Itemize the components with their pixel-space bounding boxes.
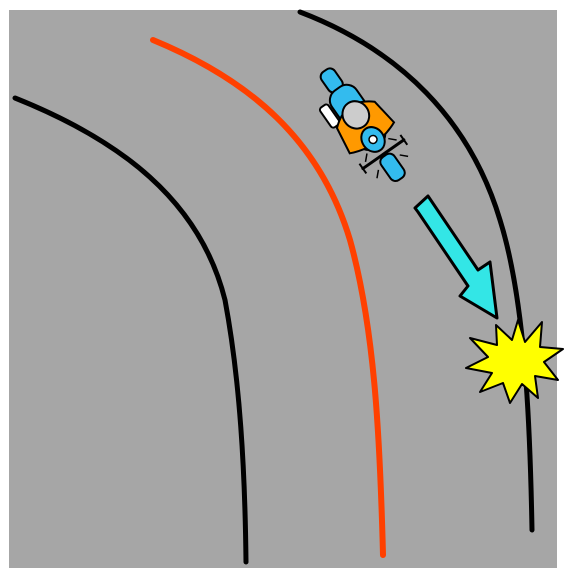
motorcycle-rider-icon bbox=[318, 67, 409, 183]
center-line bbox=[150, 37, 386, 558]
left-road-edge bbox=[12, 95, 249, 565]
collision-starburst-icon bbox=[465, 319, 564, 404]
arrow-down-right-icon bbox=[413, 194, 499, 320]
right-road-edge bbox=[297, 9, 535, 533]
